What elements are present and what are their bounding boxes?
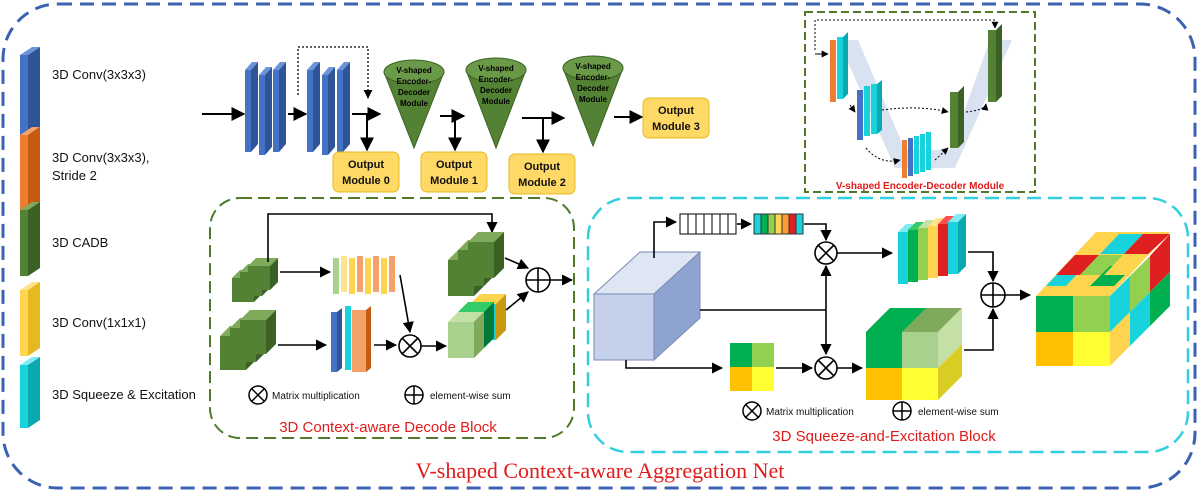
sum-label: element-wise sum	[918, 407, 999, 418]
cadb-matmul-symbol	[398, 334, 422, 358]
cadb-caption: 3D Context-aware Decode Block	[279, 419, 497, 436]
cadb-input-small	[232, 258, 278, 302]
legend-label: 3D CADB	[52, 235, 108, 250]
output-module-2: Output Module 2	[508, 153, 576, 195]
svg-text:Decoder: Decoder	[577, 84, 609, 93]
output-module-0: Output Module 0	[332, 151, 400, 193]
cadb-input-large	[220, 310, 276, 370]
svg-text:Encoder-: Encoder-	[576, 73, 611, 82]
cadb-symbol-legend: Matrix multiplication element-wise sum	[248, 385, 511, 405]
svg-text:V-shaped: V-shaped	[575, 62, 611, 71]
svg-text:Encoder-: Encoder-	[397, 77, 432, 86]
v-module-1: V-shaped Encoder- Decoder Module	[465, 57, 527, 150]
se-sum-symbol	[980, 282, 1006, 308]
legend: 3D Conv(3x3x3) 3D Conv(3x3x3), Stride 2 …	[20, 47, 196, 428]
legend-item-conv3-stride2: 3D Conv(3x3x3), Stride 2	[20, 127, 150, 223]
se-block: Matrix multiplication element-wise sum 3…	[586, 196, 1190, 454]
conv-stack-2	[307, 62, 350, 155]
sum-label: element-wise sum	[430, 391, 511, 402]
svg-text:V-shaped: V-shaped	[396, 66, 432, 75]
svg-text:V-shaped: V-shaped	[478, 64, 514, 73]
svg-text:Module 0: Module 0	[342, 175, 390, 187]
legend-label: Stride 2	[52, 168, 97, 183]
v-module-0: V-shaped Encoder- Decoder Module	[383, 59, 445, 150]
legend-label: 3D Squeeze & Excitation	[52, 387, 196, 402]
output-module-1: Output Module 1	[420, 151, 488, 193]
matmul-label: Matrix multiplication	[272, 391, 360, 402]
svg-text:Output: Output	[658, 105, 694, 117]
cadb-upper-cubes	[448, 232, 504, 296]
se-empty-vector	[679, 213, 737, 235]
se-spatial-cube	[866, 308, 962, 400]
se-caption: 3D Squeeze-and-Excitation Block	[772, 428, 996, 445]
svg-text:Decoder: Decoder	[480, 86, 512, 95]
main-pipeline: V-shaped Encoder- Decoder Module V-shape…	[202, 46, 710, 195]
output-module-3: Output Module 3	[642, 97, 710, 139]
se-colored-vector	[753, 213, 804, 235]
svg-text:Module: Module	[400, 99, 429, 108]
se-matmul-bottom	[814, 356, 838, 380]
se-input-cube	[592, 250, 702, 362]
legend-item-conv1: 3D Conv(1x1x1)	[20, 282, 146, 356]
svg-text:Output: Output	[436, 159, 472, 171]
svg-text:Module: Module	[579, 95, 608, 104]
legend-label: 3D Conv(1x1x1)	[52, 315, 146, 330]
v-module-2: V-shaped Encoder- Decoder Module	[562, 55, 624, 148]
matmul-label: Matrix multiplication	[766, 407, 854, 418]
svg-text:Module 1: Module 1	[430, 175, 478, 187]
legend-item-conv3: 3D Conv(3x3x3)	[20, 47, 146, 143]
svg-text:Module: Module	[482, 97, 511, 106]
legend-item-se: 3D Squeeze & Excitation	[20, 357, 196, 428]
svg-text:Output: Output	[348, 159, 384, 171]
svg-text:Output: Output	[524, 161, 560, 173]
legend-label: 3D Conv(3x3x3)	[52, 67, 146, 82]
legend-item-cadb: 3D CADB	[20, 202, 108, 276]
se-symbol-legend: Matrix multiplication element-wise sum	[742, 401, 999, 421]
cadb-conv-stack	[331, 306, 371, 372]
conv-stack-1	[245, 62, 286, 155]
svg-text:Encoder-: Encoder-	[479, 75, 514, 84]
svg-text:Decoder: Decoder	[398, 88, 430, 97]
v-module-detail: V-shaped Encoder-Decoder Module	[804, 11, 1036, 193]
legend-label: 3D Conv(3x3x3),	[52, 150, 150, 165]
svg-text:Module 2: Module 2	[518, 177, 566, 189]
se-matmul-top	[814, 241, 838, 265]
cadb-block: Matrix multiplication element-wise sum 3…	[209, 197, 575, 439]
main-title: V-shaped Context-aware Aggregation Net	[416, 458, 785, 483]
cadb-lower-cubes	[448, 294, 506, 358]
cadb-conv1-stack	[333, 256, 395, 294]
v-module-caption: V-shaped Encoder-Decoder Module	[836, 181, 1005, 192]
cadb-sum-symbol	[525, 267, 551, 293]
se-output-cube	[1036, 232, 1170, 366]
se-grid-small	[730, 343, 774, 391]
svg-text:Module 3: Module 3	[652, 121, 700, 133]
se-channel-slabs	[898, 214, 966, 284]
